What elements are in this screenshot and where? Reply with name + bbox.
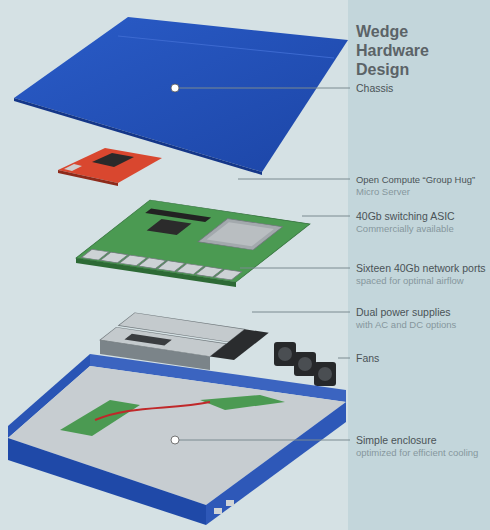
fan-rotor	[318, 367, 332, 381]
micro-server-chip	[92, 153, 134, 167]
port-cage	[214, 269, 241, 280]
power-supplies	[100, 313, 269, 360]
leader-lines	[179, 88, 350, 440]
part-name: Fans	[356, 352, 486, 365]
psu-fan-housing	[210, 329, 269, 360]
callout-group: Chassis	[356, 82, 486, 95]
enclosure-cable	[95, 402, 210, 420]
enclosure-port	[214, 508, 222, 514]
part-note: Micro Server	[356, 186, 486, 198]
callout-group: Simple enclosureoptimized for efficient …	[356, 434, 486, 459]
part-note: optimized for efficient cooling	[356, 447, 486, 459]
callout-group: 40Gb switching ASICCommercially availabl…	[356, 210, 486, 235]
fan-unit	[274, 342, 296, 366]
callout-group: Fans	[356, 352, 486, 365]
leader-line	[240, 268, 350, 269]
micro-server-edge	[58, 170, 118, 186]
psu-label	[124, 334, 171, 346]
enclosure-board	[200, 395, 285, 410]
leader-line	[302, 216, 350, 217]
part-note: with AC and DC options	[356, 319, 486, 331]
leader-line	[238, 179, 350, 180]
fan-rotor	[298, 357, 312, 371]
callout-dot	[171, 84, 179, 92]
chassis-groove	[118, 36, 334, 58]
callout-group: Sixteen 40Gb network portsspaced for opt…	[356, 262, 486, 287]
enclosure-port	[226, 500, 234, 506]
micro-server-board	[58, 148, 162, 183]
part-name: Dual power supplies	[356, 306, 486, 319]
fan-unit	[294, 352, 316, 376]
board-connector	[145, 208, 211, 222]
part-name: 40Gb switching ASIC	[356, 210, 486, 223]
fan-rotor	[278, 347, 292, 361]
enclosure-front	[8, 438, 206, 525]
asic-heatsink	[198, 219, 283, 250]
fans	[274, 342, 336, 386]
part-name: Simple enclosure	[356, 434, 486, 447]
leader-line	[179, 440, 350, 441]
callout-dot	[171, 436, 179, 444]
leader-line	[252, 312, 350, 313]
part-name: Open Compute “Group Hug”	[356, 173, 486, 186]
part-note: Commercially available	[356, 223, 486, 235]
part-note: spaced for optimal airflow	[356, 275, 486, 287]
enclosure-side	[206, 402, 346, 525]
board-pcb	[76, 200, 310, 282]
micro-server-connector	[64, 164, 82, 171]
leader-line	[179, 88, 350, 89]
leader-line	[338, 358, 350, 359]
enclosure-floor	[8, 366, 346, 505]
diagram-title: Wedge Hardware Design	[356, 22, 484, 79]
callout-group: Open Compute “Group Hug”Micro Server	[356, 173, 486, 198]
side-panel	[348, 0, 490, 530]
board-chip	[147, 219, 192, 235]
fan-unit	[314, 362, 336, 386]
heatsink-fins	[207, 222, 274, 246]
callout-group: Dual power supplieswith AC and DC option…	[356, 306, 486, 331]
switch-board	[76, 200, 310, 282]
part-name: Sixteen 40Gb network ports	[356, 262, 486, 275]
part-name: Chassis	[356, 82, 486, 95]
